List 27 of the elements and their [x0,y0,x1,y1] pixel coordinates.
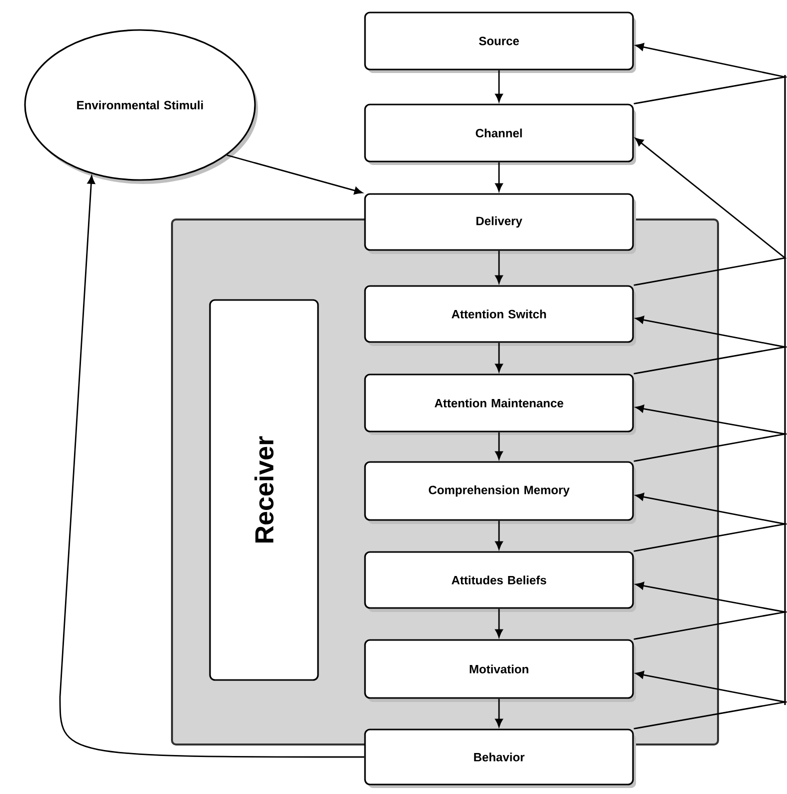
process-box: Source [364,12,636,73]
process-box: Comprehension Memory [364,461,636,524]
receiver-box: Receiver [209,299,319,681]
process-box: Behavior [364,728,636,788]
arrow [495,162,503,192]
arrow [495,432,503,460]
arrow [59,176,364,758]
arrow [495,520,503,550]
process-box: Attitudes Beliefs [364,551,636,612]
arrow [495,70,503,102]
arrow [634,582,787,640]
process-box: Motivation [364,639,636,702]
arrow [495,342,503,372]
arrow [634,492,787,552]
process-box: Attention Maintenance [364,374,636,435]
arrow [634,670,787,730]
arrow [495,608,503,638]
arrow [495,250,503,284]
arrow [495,698,503,727]
arrow [634,138,787,286]
process-box: Delivery [364,193,636,254]
arrow [634,404,787,462]
arrow [634,43,787,104]
process-box: Channel [364,104,636,165]
arrow [634,316,787,374]
process-box: Attention Switch [364,285,636,346]
arrow [226,154,363,194]
